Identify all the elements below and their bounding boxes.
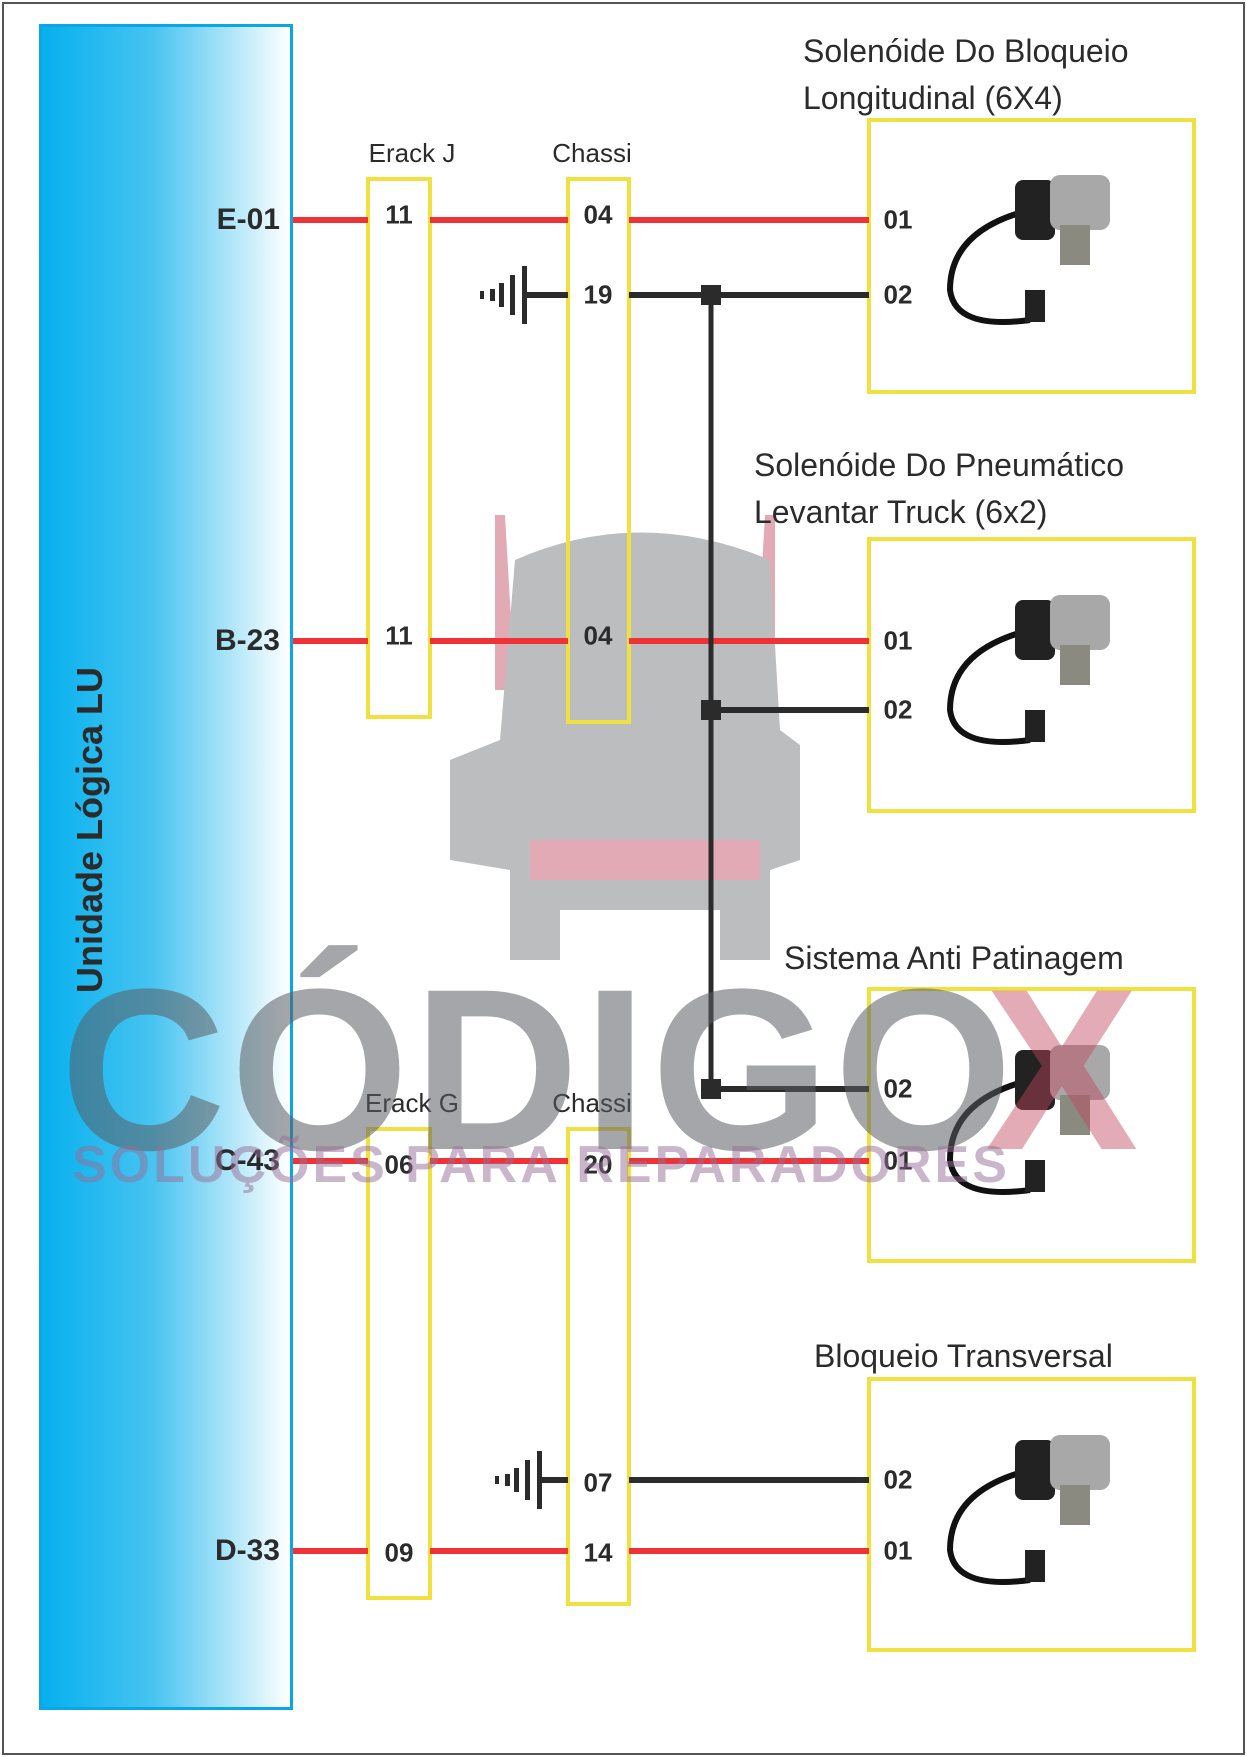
component-box-2: [867, 537, 1196, 813]
chassi-lower-label: Chassi: [552, 1088, 632, 1118]
chassi-pin: 07: [583, 1467, 613, 1498]
erack-g-label: Erack G: [365, 1088, 459, 1118]
erack-j-box: [366, 177, 432, 719]
component-box-3: [867, 987, 1196, 1263]
junction-node-1: [701, 285, 721, 305]
component-pin: 02: [883, 279, 913, 310]
component-pin: 01: [883, 1145, 913, 1176]
ground-icon-2: [495, 1451, 542, 1509]
component-pin: 01: [883, 625, 913, 656]
title-line: Solenóide Do Bloqueio: [803, 33, 1129, 69]
chassi-lower-box: [566, 1127, 631, 1606]
chassi-upper-box: [566, 177, 631, 724]
title-line: Bloqueio Transversal: [814, 1338, 1113, 1374]
chassi-pin: 04: [583, 199, 613, 230]
component-box-1: [867, 118, 1196, 394]
solenoid-icon-2: [946, 595, 1110, 745]
ecu-pin-c43: C-43: [214, 1144, 280, 1177]
ground-icon-1: [480, 266, 527, 324]
junction-node-3: [701, 1079, 721, 1099]
title-line: Sistema Anti Patinagem: [784, 940, 1124, 976]
chassi-pin: 14: [583, 1537, 613, 1568]
erack-g-box: [366, 1127, 432, 1600]
erack-g-pin: 09: [384, 1537, 414, 1568]
component-pin: 01: [883, 1535, 913, 1566]
component-4-title: Bloqueio Transversal: [814, 1333, 1113, 1380]
ecu-pin-e01: E-01: [216, 203, 280, 236]
junction-node-2: [701, 700, 721, 720]
chassi-pin: 19: [583, 279, 613, 310]
component-2-title: Solenóide Do Pneumático Levantar Truck (…: [754, 442, 1124, 536]
chassi-upper-label: Chassi: [552, 138, 632, 168]
component-pin: 02: [883, 1464, 913, 1495]
title-line: Levantar Truck (6x2): [754, 494, 1048, 530]
component-pin: 01: [883, 204, 913, 235]
erack-j-pin: 11: [385, 620, 413, 651]
erack-j-pin: 11: [385, 199, 413, 230]
component-1-title: Solenóide Do Bloqueio Longitudinal (6X4): [803, 28, 1129, 122]
erack-j-label: Erack J: [368, 138, 456, 168]
component-pin: 02: [883, 1073, 913, 1104]
component-box-4: [867, 1377, 1196, 1652]
solenoid-icon-4: [946, 1435, 1110, 1585]
component-3-title: Sistema Anti Patinagem: [784, 935, 1124, 982]
ecu-pin-b23: B-23: [214, 624, 280, 657]
solenoid-icon-3: [946, 1045, 1110, 1195]
solenoid-icon-1: [946, 175, 1110, 325]
ecu-block: [39, 24, 293, 1710]
ecu-pin-d33: D-33: [214, 1534, 280, 1567]
title-line: Longitudinal (6X4): [803, 80, 1063, 116]
component-pin: 02: [883, 694, 913, 725]
chassi-pin: 04: [583, 620, 613, 651]
erack-g-pin: 06: [384, 1149, 414, 1180]
title-line: Solenóide Do Pneumático: [754, 447, 1125, 483]
chassi-pin: 20: [583, 1149, 613, 1180]
